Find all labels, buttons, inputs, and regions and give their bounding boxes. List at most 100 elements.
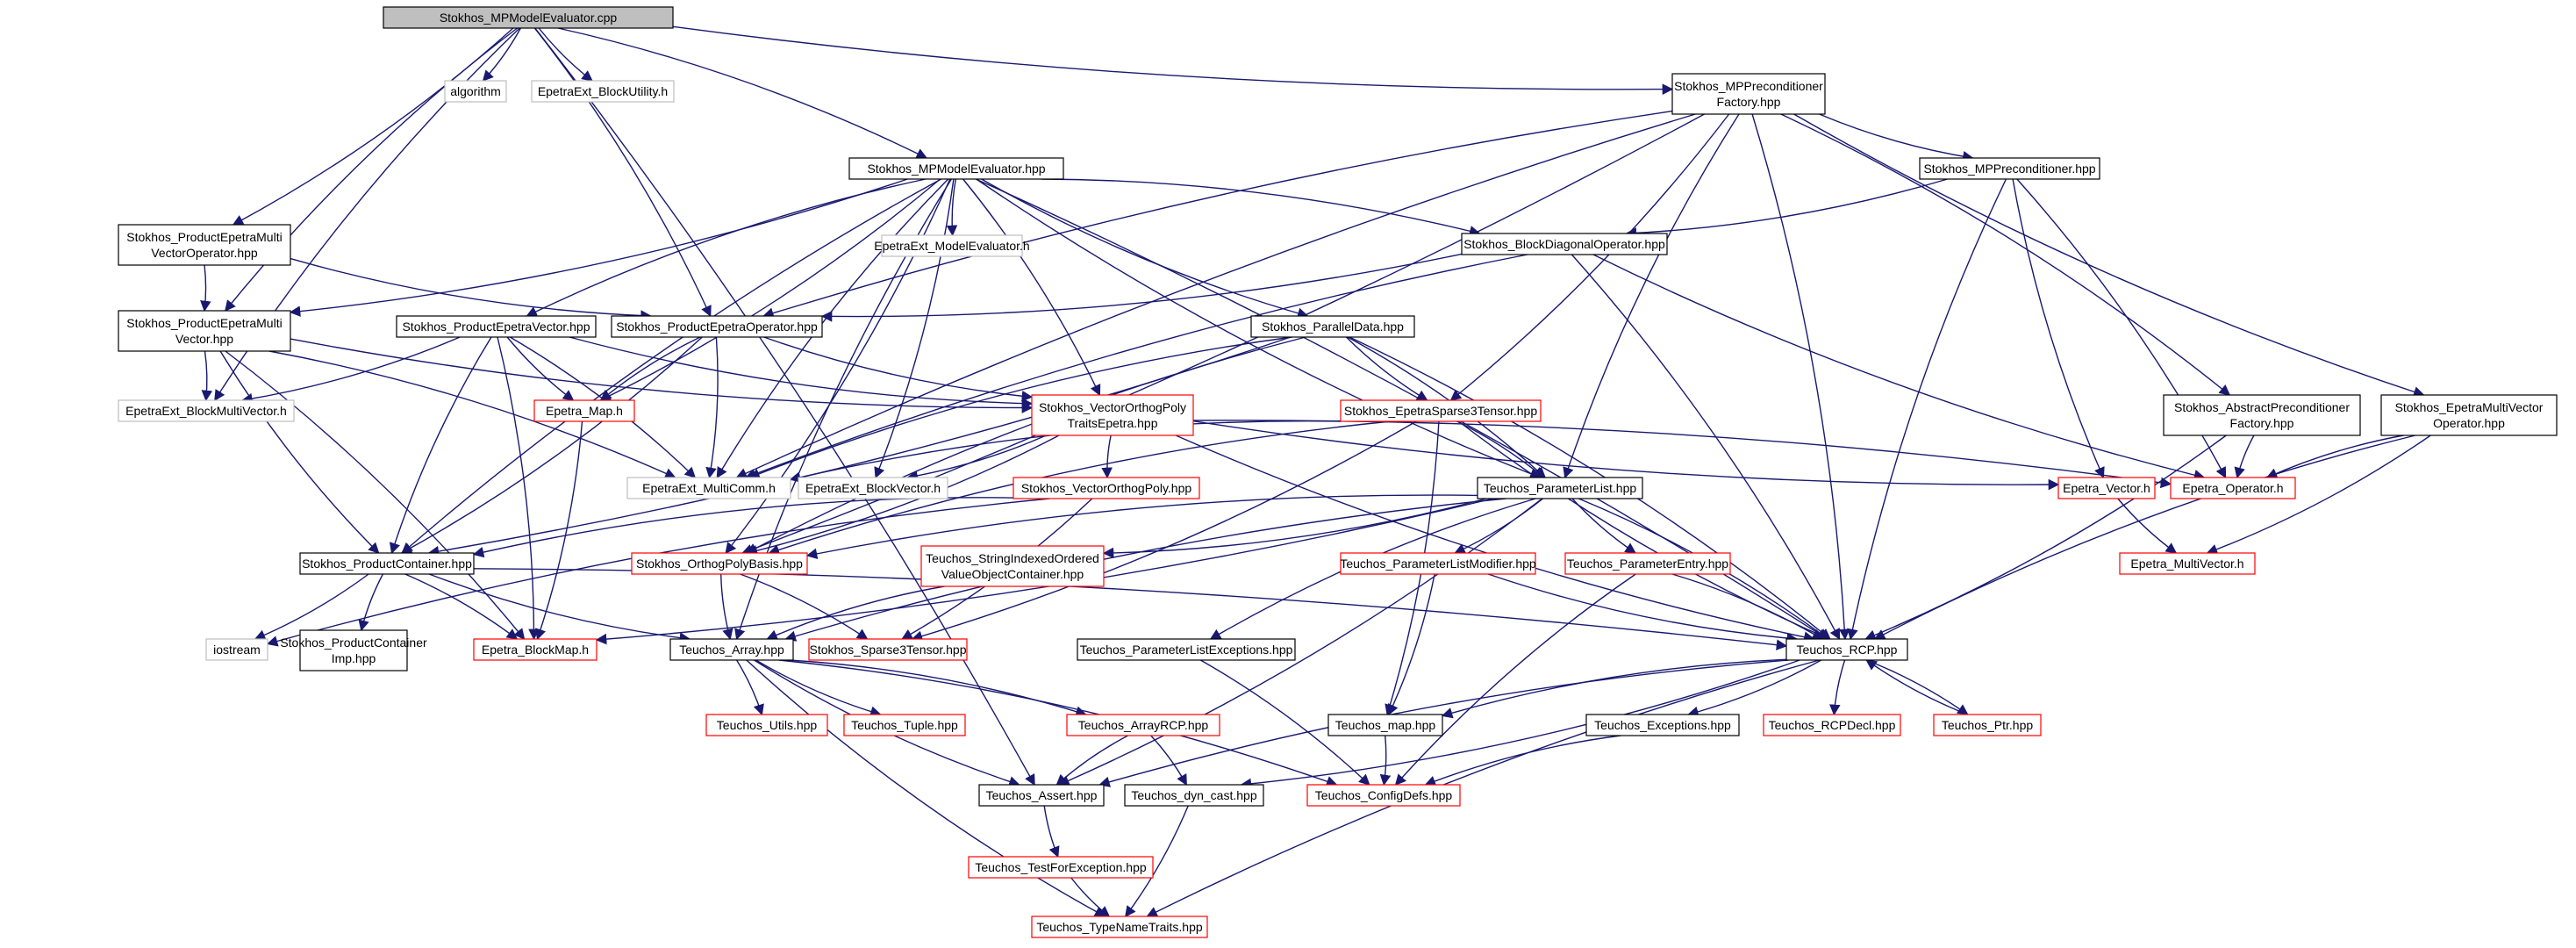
node-sparse3[interactable]: Stokhos_EpetraSparse3Tensor.hpp (1340, 399, 1542, 422)
node-mpmodelhpp[interactable]: Stokhos_MPModelEvaluator.hpp (848, 157, 1064, 180)
node-box-arrayrcp (1066, 714, 1220, 736)
node-blockdiag[interactable]: Stokhos_BlockDiagonalOperator.hpp (1461, 233, 1668, 255)
edge-ptr-to-rcp (1865, 659, 1968, 715)
node-abstractprec[interactable]: Stokhos_AbstractPreconditionerFactory.hp… (2163, 394, 2361, 436)
node-box-abstractprec (2163, 394, 2361, 436)
node-label-sparse3: Stokhos_EpetraSparse3Tensor.hpp (1344, 404, 1537, 418)
node-label-stringidx-line1: Teuchos_StringIndexedOrdered (926, 551, 1099, 565)
node-box-paramentry (1564, 552, 1731, 575)
node-box-root (383, 6, 674, 29)
node-label-tmap: Teuchos_map.hpp (1335, 718, 1436, 732)
node-iostream[interactable]: iostream (205, 638, 268, 661)
node-vopoly[interactable]: Stokhos_VectorOrthogPoly.hpp (1013, 477, 1200, 499)
node-modeleval[interactable]: EpetraExt_ModelEvaluator.h (874, 234, 1030, 257)
node-box-tmap (1327, 714, 1443, 736)
node-label-blockmv: EpetraExt_BlockMultiVector.h (125, 404, 287, 418)
node-configdefs[interactable]: Teuchos_ConfigDefs.hpp (1306, 784, 1461, 807)
node-plexc[interactable]: Teuchos_ParameterListExceptions.hpp (1077, 638, 1296, 661)
node-box-prodvec (396, 315, 597, 338)
node-algorithm[interactable]: algorithm (444, 80, 507, 103)
edge-texc-to-configdefs (1424, 735, 1621, 786)
edge-prodvec-to-epetramap (506, 336, 575, 401)
node-epetramv[interactable]: Epetra_MultiVector.h (2119, 552, 2256, 575)
node-orthobasis[interactable]: Stokhos_OrthogPolyBasis.hpp (631, 552, 808, 575)
node-paralleldata[interactable]: Stokhos_ParallelData.hpp (1250, 315, 1415, 338)
edge-prodop-to-vecortho (763, 336, 1034, 402)
node-typename[interactable]: Teuchos_TypeNameTraits.hpp (1031, 916, 1208, 938)
edge-mpmodelhpp-to-modeleval (946, 178, 958, 237)
edge-plexc-to-configdefs (1199, 659, 1370, 786)
edge-tarray-to-arrayrcp (789, 659, 1087, 717)
node-label-mpprec: Stokhos_MPPreconditioner.hpp (1923, 162, 2095, 176)
node-utils[interactable]: Teuchos_Utils.hpp (705, 714, 828, 736)
node-arrayrcp[interactable]: Teuchos_ArrayRCP.hpp (1066, 714, 1220, 736)
node-box-configdefs (1306, 784, 1461, 807)
edge-prodvec-to-blockmap (497, 336, 540, 641)
node-label-abstractprec-line2: Factory.hpp (2230, 416, 2294, 430)
node-rcp[interactable]: Teuchos_RCP.hpp (1785, 638, 1908, 661)
node-tmap[interactable]: Teuchos_map.hpp (1327, 714, 1443, 736)
node-box-mpprec (1919, 157, 2100, 180)
edge-mpprecfactory-to-prodop (762, 110, 1673, 319)
edge-mpmodelhpp-to-epetramap (599, 178, 941, 401)
node-testexc[interactable]: Teuchos_TestForException.hpp (968, 856, 1154, 879)
edge-arrayrcp-to-dyncast (1150, 735, 1187, 786)
node-ptr[interactable]: Teuchos_Ptr.hpp (1933, 714, 2042, 736)
node-box-sparse3 (1340, 399, 1542, 422)
edge-vecortho-to-rcp (1175, 434, 1815, 643)
node-assert[interactable]: Teuchos_Assert.hpp (978, 784, 1105, 807)
node-label-configdefs: Teuchos_ConfigDefs.hpp (1315, 788, 1453, 802)
edge-mpprecfactory-to-sparse3 (1449, 113, 1730, 401)
node-multicomm[interactable]: EpetraExt_MultiComm.h (626, 477, 791, 499)
edge-mpprecfactory-to-rcp (1751, 113, 1850, 641)
node-label-vopoly: Stokhos_VectorOrthogPoly.hpp (1021, 481, 1192, 495)
edge-vecortho-to-orthobasis (746, 434, 1060, 557)
edge-epetramap-to-blockmap (535, 420, 583, 641)
node-prodcont[interactable]: Stokhos_ProductContainer.hpp (299, 552, 475, 575)
node-label-prodmv-line2: Vector.hpp (175, 332, 233, 346)
node-box-tarray (669, 638, 794, 661)
edge-plmod-to-rcp (1487, 573, 1799, 644)
node-box-blockmv (118, 399, 295, 422)
edge-sparse3-to-rcp (1457, 420, 1830, 641)
node-blockutil[interactable]: EpetraExt_BlockUtility.h (531, 80, 675, 103)
node-label-typename: Teuchos_TypeNameTraits.hpp (1036, 920, 1203, 934)
node-blockmap[interactable]: Epetra_BlockMap.h (473, 638, 597, 661)
node-paramlist[interactable]: Teuchos_ParameterList.hpp (1477, 477, 1643, 499)
node-plmod[interactable]: Teuchos_ParameterListModifier.hpp (1340, 552, 1536, 575)
edge-vecortho-to-blockvec (906, 434, 1047, 482)
node-tarray[interactable]: Teuchos_Array.hpp (669, 638, 794, 661)
node-box-paramlist (1477, 477, 1643, 499)
node-blockvec[interactable]: EpetraExt_BlockVector.h (798, 477, 948, 499)
node-prodop[interactable]: Stokhos_ProductEpetraOperator.hpp (611, 315, 823, 338)
node-stringidx[interactable]: Teuchos_StringIndexedOrderedValueObjectC… (920, 545, 1105, 587)
node-box-epetravec (2057, 477, 2156, 499)
edge-paramlist-to-assert (1058, 498, 1543, 786)
edge-dyncast-to-typename (1125, 805, 1189, 918)
node-prodmvop[interactable]: Stokhos_ProductEpetraMultiVectorOperator… (118, 224, 291, 266)
node-root[interactable]: Stokhos_MPModelEvaluator.cpp (383, 6, 674, 29)
node-label-sparse3t: Stokhos_Sparse3Tensor.hpp (809, 643, 966, 657)
node-mpprec[interactable]: Stokhos_MPPreconditioner.hpp (1919, 157, 2100, 180)
edge-prodcont-to-iostream (254, 573, 369, 641)
node-dyncast[interactable]: Teuchos_dyn_cast.hpp (1124, 784, 1264, 807)
node-tuple[interactable]: Teuchos_Tuple.hpp (843, 714, 966, 736)
node-epetravec[interactable]: Epetra_Vector.h (2057, 477, 2156, 499)
node-epetraop[interactable]: Epetra_Operator.h (2170, 477, 2296, 499)
node-prodvec[interactable]: Stokhos_ProductEpetraVector.hpp (396, 315, 597, 338)
node-paramentry[interactable]: Teuchos_ParameterEntry.hpp (1564, 552, 1731, 575)
node-blockmv[interactable]: EpetraExt_BlockMultiVector.h (118, 399, 295, 422)
node-label-rcpdecl: Teuchos_RCPDecl.hpp (1769, 718, 1896, 732)
node-rcpdecl[interactable]: Teuchos_RCPDecl.hpp (1763, 714, 1901, 736)
node-label-multicomm: EpetraExt_MultiComm.h (642, 481, 776, 495)
edge-prodop-to-prodcont (400, 336, 703, 554)
node-epetramap[interactable]: Epetra_Map.h (533, 399, 635, 422)
edge-prodop-to-multicomm (705, 336, 719, 479)
node-texc[interactable]: Teuchos_Exceptions.hpp (1585, 714, 1740, 736)
node-sparse3t[interactable]: Stokhos_Sparse3Tensor.hpp (808, 638, 968, 661)
